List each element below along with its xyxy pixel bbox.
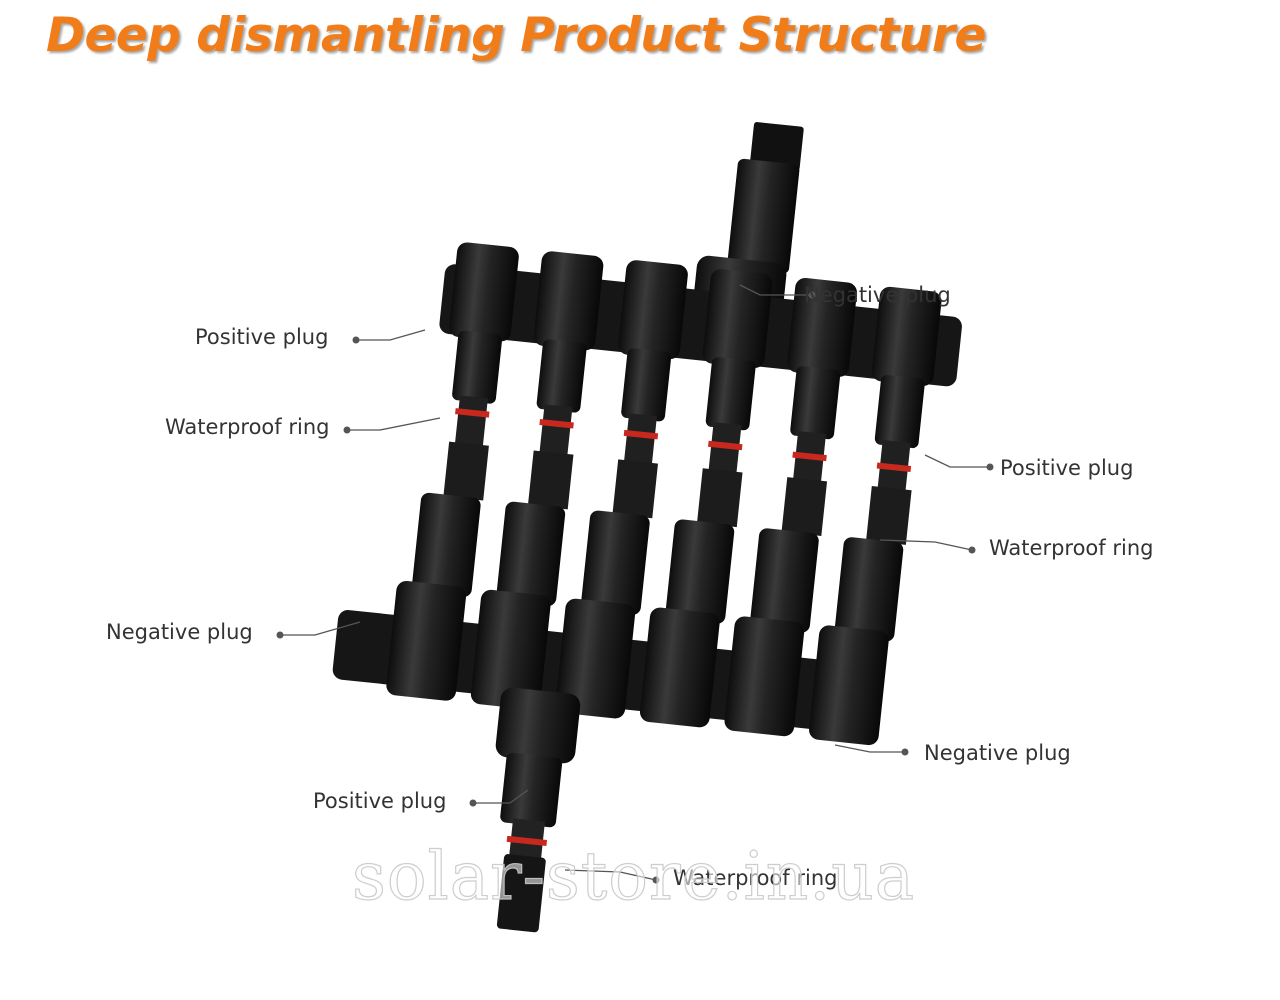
- leader-waterproof-ring-right: [879, 539, 973, 551]
- branch-4: [639, 269, 773, 728]
- leader-waterproof-ring-left: [347, 417, 441, 431]
- label-negative-plug-left: Negative plug: [106, 620, 253, 644]
- branch-1: [386, 242, 519, 701]
- label-waterproof-ring-bottom: Waterproof ring: [673, 866, 838, 890]
- leader-positive-plug-bottom: [473, 789, 529, 804]
- label-waterproof-ring-left: Waterproof ring: [165, 415, 330, 439]
- branch-6: [809, 286, 942, 746]
- label-negative-plug-right: Negative plug: [924, 741, 1071, 765]
- leader-lines: [276, 284, 994, 884]
- label-positive-plug-bottom: Positive plug: [313, 789, 447, 813]
- label-positive-plug-left: Positive plug: [195, 325, 329, 349]
- leader-waterproof-ring-bottom: [564, 869, 657, 881]
- branch-5: [724, 277, 857, 737]
- branch-3: [555, 260, 688, 719]
- branch-2: [470, 251, 604, 710]
- label-negative-plug-top: Negative plug: [804, 283, 951, 307]
- connector-body: [332, 122, 962, 933]
- label-positive-plug-right: Positive plug: [1000, 456, 1134, 480]
- watermark-text: solar-store.in.ua: [351, 837, 916, 915]
- main-positive-plug: [495, 687, 581, 933]
- leader-positive-plug-right: [924, 454, 990, 468]
- leader-negative-plug-right: [834, 744, 905, 753]
- leader-positive-plug-left: [356, 329, 426, 341]
- label-waterproof-ring-right: Waterproof ring: [989, 536, 1154, 560]
- leader-negative-plug-top: [739, 284, 812, 296]
- page-title: Deep dismantling Product Structure: [46, 8, 986, 63]
- leader-negative-plug-left: [280, 621, 361, 636]
